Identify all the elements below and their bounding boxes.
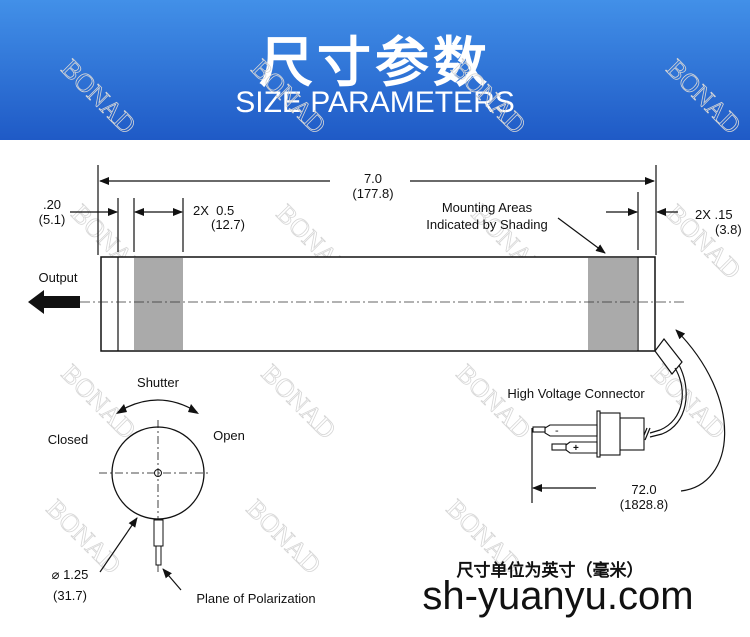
watermark: BONAD <box>246 54 332 140</box>
mount-width-label: 2X 0.5 <box>193 203 234 218</box>
diameter-label: ⌀ 1.25 <box>52 567 89 582</box>
polarization-label: Plane of Polarization <box>196 591 315 606</box>
open-label: Open <box>213 428 245 443</box>
output-arrow-icon <box>28 290 80 314</box>
cable-length-label: 72.0 <box>631 482 656 497</box>
end-offset-label: .20 <box>43 197 61 212</box>
diameter-arrow <box>99 517 138 573</box>
diameter-mm: (31.7) <box>53 588 87 603</box>
watermark: BONAD <box>451 359 537 445</box>
watermark: BONAD <box>241 494 327 580</box>
mounting-area-left <box>134 258 183 350</box>
website-label: sh-yuanyu.com <box>422 574 693 618</box>
output-label: Output <box>38 270 77 285</box>
hv-minus-label: - <box>555 425 559 437</box>
page-subtitle: SIZE PARAMETERS <box>235 86 515 119</box>
overall-length-mm: (177.8) <box>352 186 393 201</box>
mount-width-mm: (12.7) <box>211 217 245 232</box>
watermark: BONAD <box>446 54 532 140</box>
shutter-arc <box>117 399 198 413</box>
end-gap-mm: (3.8) <box>715 222 742 237</box>
hv-connector-icon <box>532 410 645 458</box>
cable-length-curve-arrow <box>675 329 726 492</box>
shutter-arrow-right-icon <box>188 404 199 414</box>
watermark: BONAD <box>661 54 747 140</box>
mounting-note-line1: Mounting Areas <box>442 200 533 215</box>
end-offset-mm: (5.1) <box>39 212 66 227</box>
end-view <box>99 420 210 572</box>
overall-length-label: 7.0 <box>364 171 382 186</box>
polarization-arrow <box>162 568 182 591</box>
mounting-area-right <box>588 258 637 350</box>
watermark: BONAD <box>646 359 732 445</box>
header-banner: 尺寸参数 SIZE PARAMETERS <box>0 0 750 140</box>
laser-tube <box>80 256 686 352</box>
cable-length-mm: (1828.8) <box>620 497 668 512</box>
mounting-note-arrow <box>557 217 606 254</box>
watermark: BONAD <box>56 54 142 140</box>
closed-label: Closed <box>48 432 88 447</box>
shutter-arrow-left-icon <box>116 404 127 414</box>
mounting-note-line2: Indicated by Shading <box>426 217 547 232</box>
units-note: 尺寸单位为英寸（毫米） <box>457 560 644 581</box>
end-gap-label: 2X .15 <box>695 207 733 222</box>
hv-connector-label: High Voltage Connector <box>507 386 645 401</box>
watermark: BONAD <box>256 359 342 445</box>
page-title: 尺寸参数 <box>259 31 491 94</box>
shutter-label: Shutter <box>137 375 180 390</box>
hv-plus-label: + <box>573 443 579 454</box>
